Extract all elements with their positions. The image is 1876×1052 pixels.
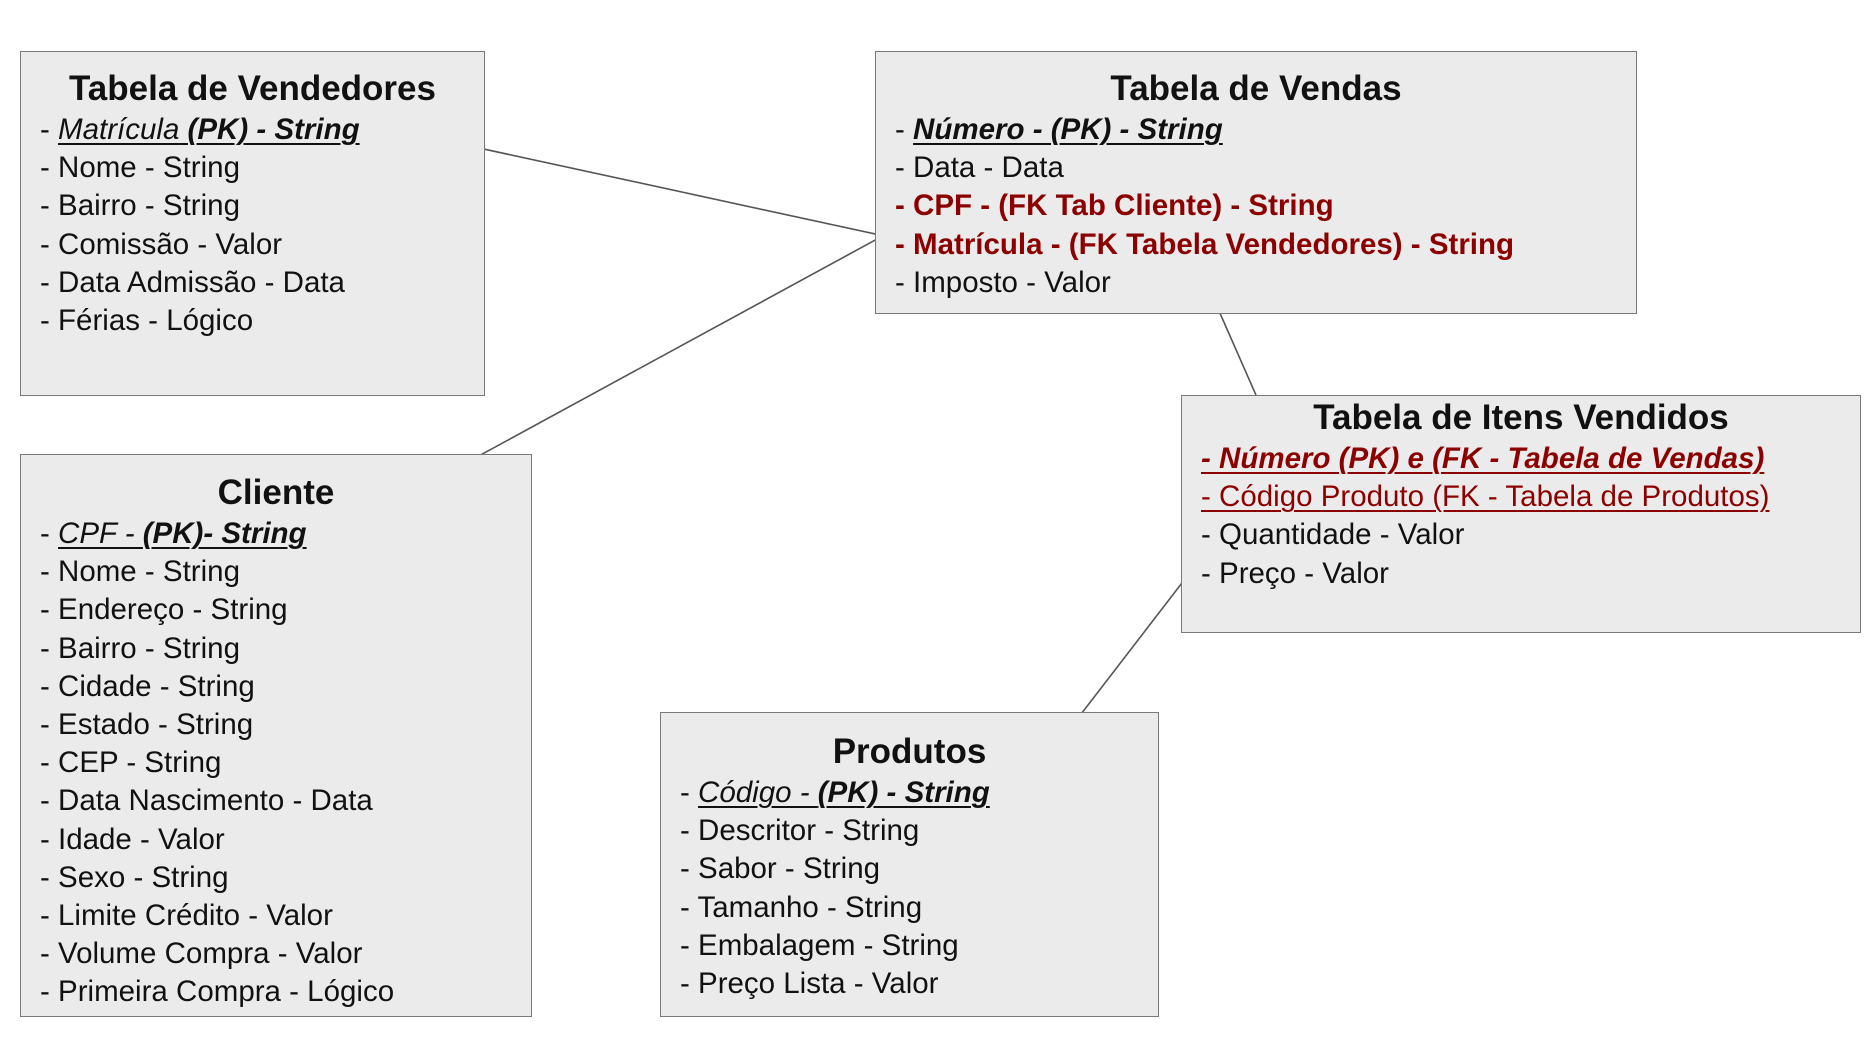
- field-dash: -: [895, 113, 914, 146]
- field-matricula-pk: - Matrícula (PK) - String: [40, 111, 484, 149]
- field-tamanho: - Tamanho - String: [680, 890, 923, 924]
- field-codigo-produto-fk: - Código Produto (FK - Tabela de Produto…: [1201, 480, 1770, 514]
- field-embalagem: - Embalagem - String: [680, 928, 959, 962]
- table-produtos: Produtos - Código - (PK) - String - Desc…: [660, 712, 1159, 1017]
- field-data-nascimento: - Data Nascimento - Data: [40, 784, 373, 818]
- field-preco-lista: - Preço Lista - Valor: [680, 967, 939, 1001]
- field-codigo-key: (PK) - String: [817, 776, 990, 809]
- field-volume-compra: - Volume Compra - Valor: [40, 937, 363, 971]
- field-primeira-compra: - Primeira Compra - Lógico: [40, 975, 395, 1009]
- field-cidade: - Cidade - String: [40, 669, 255, 703]
- field-codigo-name: Código - (PK) - String: [698, 776, 990, 809]
- field-cep: - CEP - String: [40, 746, 222, 780]
- table-itens-vendidos: Tabela de Itens Vendidos - Número (PK) e…: [1181, 395, 1861, 633]
- field-bairro: - Bairro - String: [40, 631, 240, 665]
- field-sexo: - Sexo - String: [40, 860, 229, 894]
- field-nome: - Nome - String: [40, 555, 240, 589]
- field-matricula-key: (PK) - String: [179, 113, 360, 146]
- table-cliente-title: Cliente: [217, 473, 335, 512]
- table-produtos-title: Produtos: [832, 732, 987, 771]
- field-dash: -: [680, 776, 699, 809]
- field-data: - Data - Data: [895, 151, 1064, 185]
- table-cliente: Cliente - CPF - (PK)- String - Nome - St…: [20, 454, 532, 1017]
- field-cpf-name-text: CPF -: [58, 517, 143, 550]
- table-vendedores-title: Tabela de Vendedores: [69, 69, 436, 108]
- table-itens-vendidos-title: Tabela de Itens Vendidos: [1313, 398, 1729, 437]
- field-cpf-name: CPF - (PK)- String: [58, 517, 307, 550]
- field-cpf-fk: - CPF - (FK Tab Cliente) - String: [895, 189, 1334, 223]
- field-comissao: - Comissão - Valor: [40, 227, 283, 261]
- field-cpf-pk: - CPF - (PK)- String: [40, 515, 531, 553]
- field-endereco: - Endereço - String: [40, 593, 288, 627]
- field-data-admissao: - Data Admissão - Data: [40, 265, 345, 299]
- table-vendas-fields: - Número - (PK) - String - Data - Data -…: [895, 111, 1636, 302]
- field-preco: - Preço - Valor: [1201, 556, 1389, 590]
- field-matricula-name: Matrícula (PK) - String: [58, 113, 360, 146]
- field-descritor: - Descritor - String: [680, 814, 920, 848]
- field-nome: - Nome - String: [40, 151, 240, 185]
- field-matricula-name-text: Matrícula: [58, 113, 180, 146]
- field-imposto: - Imposto - Valor: [895, 265, 1111, 299]
- field-numero-pk: - Número - (PK) - String: [895, 111, 1636, 149]
- table-vendedores-fields: - Matrícula (PK) - String - Nome - Strin…: [40, 111, 484, 340]
- field-codigo-pk: - Código - (PK) - String: [680, 774, 1158, 812]
- field-numero-text: Número - (PK) - String: [913, 113, 1223, 146]
- table-vendas: Tabela de Vendas - Número - (PK) - Strin…: [875, 51, 1637, 314]
- table-produtos-fields: - Código - (PK) - String - Descritor - S…: [680, 774, 1158, 1003]
- table-vendedores: Tabela de Vendedores - Matrícula (PK) - …: [20, 51, 485, 396]
- field-idade: - Idade - Valor: [40, 822, 225, 856]
- field-matricula-fk: - Matrícula - (FK Tabela Vendedores) - S…: [895, 227, 1515, 261]
- field-dash: -: [40, 517, 59, 550]
- field-sabor: - Sabor - String: [680, 852, 881, 886]
- field-ferias: - Férias - Lógico: [40, 304, 254, 338]
- field-bairro: - Bairro - String: [40, 189, 240, 223]
- field-codigo-name-text: Código -: [698, 776, 818, 809]
- table-cliente-fields: - CPF - (PK)- String - Nome - String - E…: [40, 515, 531, 1012]
- table-vendas-title: Tabela de Vendas: [1110, 69, 1402, 108]
- connector-matricula-vendedores-vendas: [409, 132, 913, 243]
- field-cpf-key: (PK)- String: [142, 517, 307, 550]
- field-quantidade: - Quantidade - Valor: [1201, 518, 1465, 552]
- field-estado: - Estado - String: [40, 708, 254, 742]
- table-itens-vendidos-fields: - Número (PK) e (FK - Tabela de Vendas) …: [1201, 440, 1860, 593]
- field-dash: -: [40, 113, 59, 146]
- field-numero-pk-fk: - Número (PK) e (FK - Tabela de Vendas): [1201, 442, 1765, 475]
- field-limite-credito: - Limite Crédito - Valor: [40, 899, 333, 933]
